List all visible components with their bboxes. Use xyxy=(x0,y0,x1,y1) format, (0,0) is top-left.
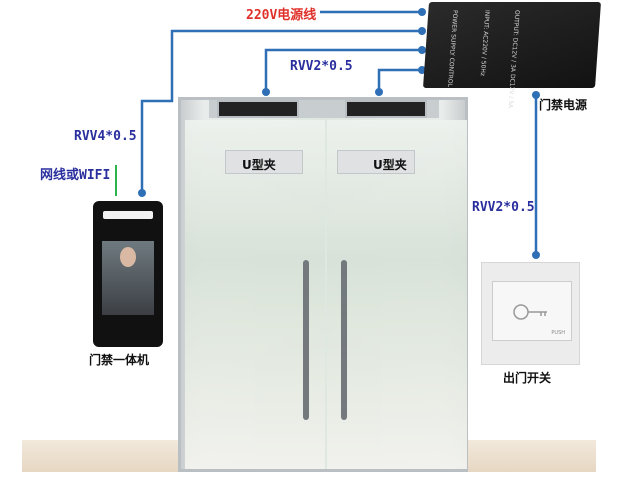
key-icon xyxy=(513,304,547,320)
terminal-dot xyxy=(532,251,540,259)
u-clip-right xyxy=(337,150,415,174)
label-power-line: 220V电源线 xyxy=(246,8,317,23)
door-handle-left xyxy=(303,260,309,420)
face-image xyxy=(120,247,136,267)
terminal-dot xyxy=(138,189,146,197)
label-device: 门禁一体机 xyxy=(89,353,150,367)
psu-input: INPUT: AC220V / 50Hz xyxy=(478,10,491,77)
label-exit-switch: 出门开关 xyxy=(503,371,552,385)
label-lock-cable: RVV2*0.5 xyxy=(290,59,353,74)
psu-brand: POWER SUPPLY CONTROL xyxy=(446,10,459,87)
label-network: 网线或WIFI xyxy=(40,168,111,183)
label-switch-cable: RVV2*0.5 xyxy=(472,200,535,215)
terminal-dot xyxy=(375,88,383,96)
terminal-dot xyxy=(262,88,270,96)
face-recognition-terminal xyxy=(93,201,163,347)
push-text: PUSH xyxy=(551,330,565,336)
door-leaf-left xyxy=(185,120,325,469)
wire-lock-left xyxy=(264,48,424,92)
switch-plate: PUSH xyxy=(492,281,572,341)
magnetic-lock-right xyxy=(345,100,427,118)
magnetic-lock-bar xyxy=(209,100,439,118)
device-screen xyxy=(102,241,154,315)
terminal-dot xyxy=(418,8,426,16)
terminal-dot xyxy=(418,27,426,35)
power-supply-box: POWER SUPPLY CONTROL INPUT: AC220V / 50H… xyxy=(422,2,602,108)
label-u-clip-left: U型夹 xyxy=(242,158,276,172)
magnetic-lock-left xyxy=(217,100,299,118)
device-light-bar xyxy=(103,211,153,219)
wire-device xyxy=(140,29,424,193)
terminal-dot xyxy=(532,91,540,99)
label-u-clip-right: U型夹 xyxy=(373,158,407,172)
label-device-cable: RVV4*0.5 xyxy=(74,129,137,144)
exit-switch: PUSH xyxy=(481,262,580,365)
door-handle-right xyxy=(341,260,347,420)
label-power-supply: 门禁电源 xyxy=(539,98,588,112)
terminal-dot xyxy=(418,46,426,54)
door-leaf-right xyxy=(327,120,467,469)
wire-lock-right xyxy=(377,68,424,92)
u-clip-left xyxy=(225,150,303,174)
glass-double-door xyxy=(178,97,468,472)
